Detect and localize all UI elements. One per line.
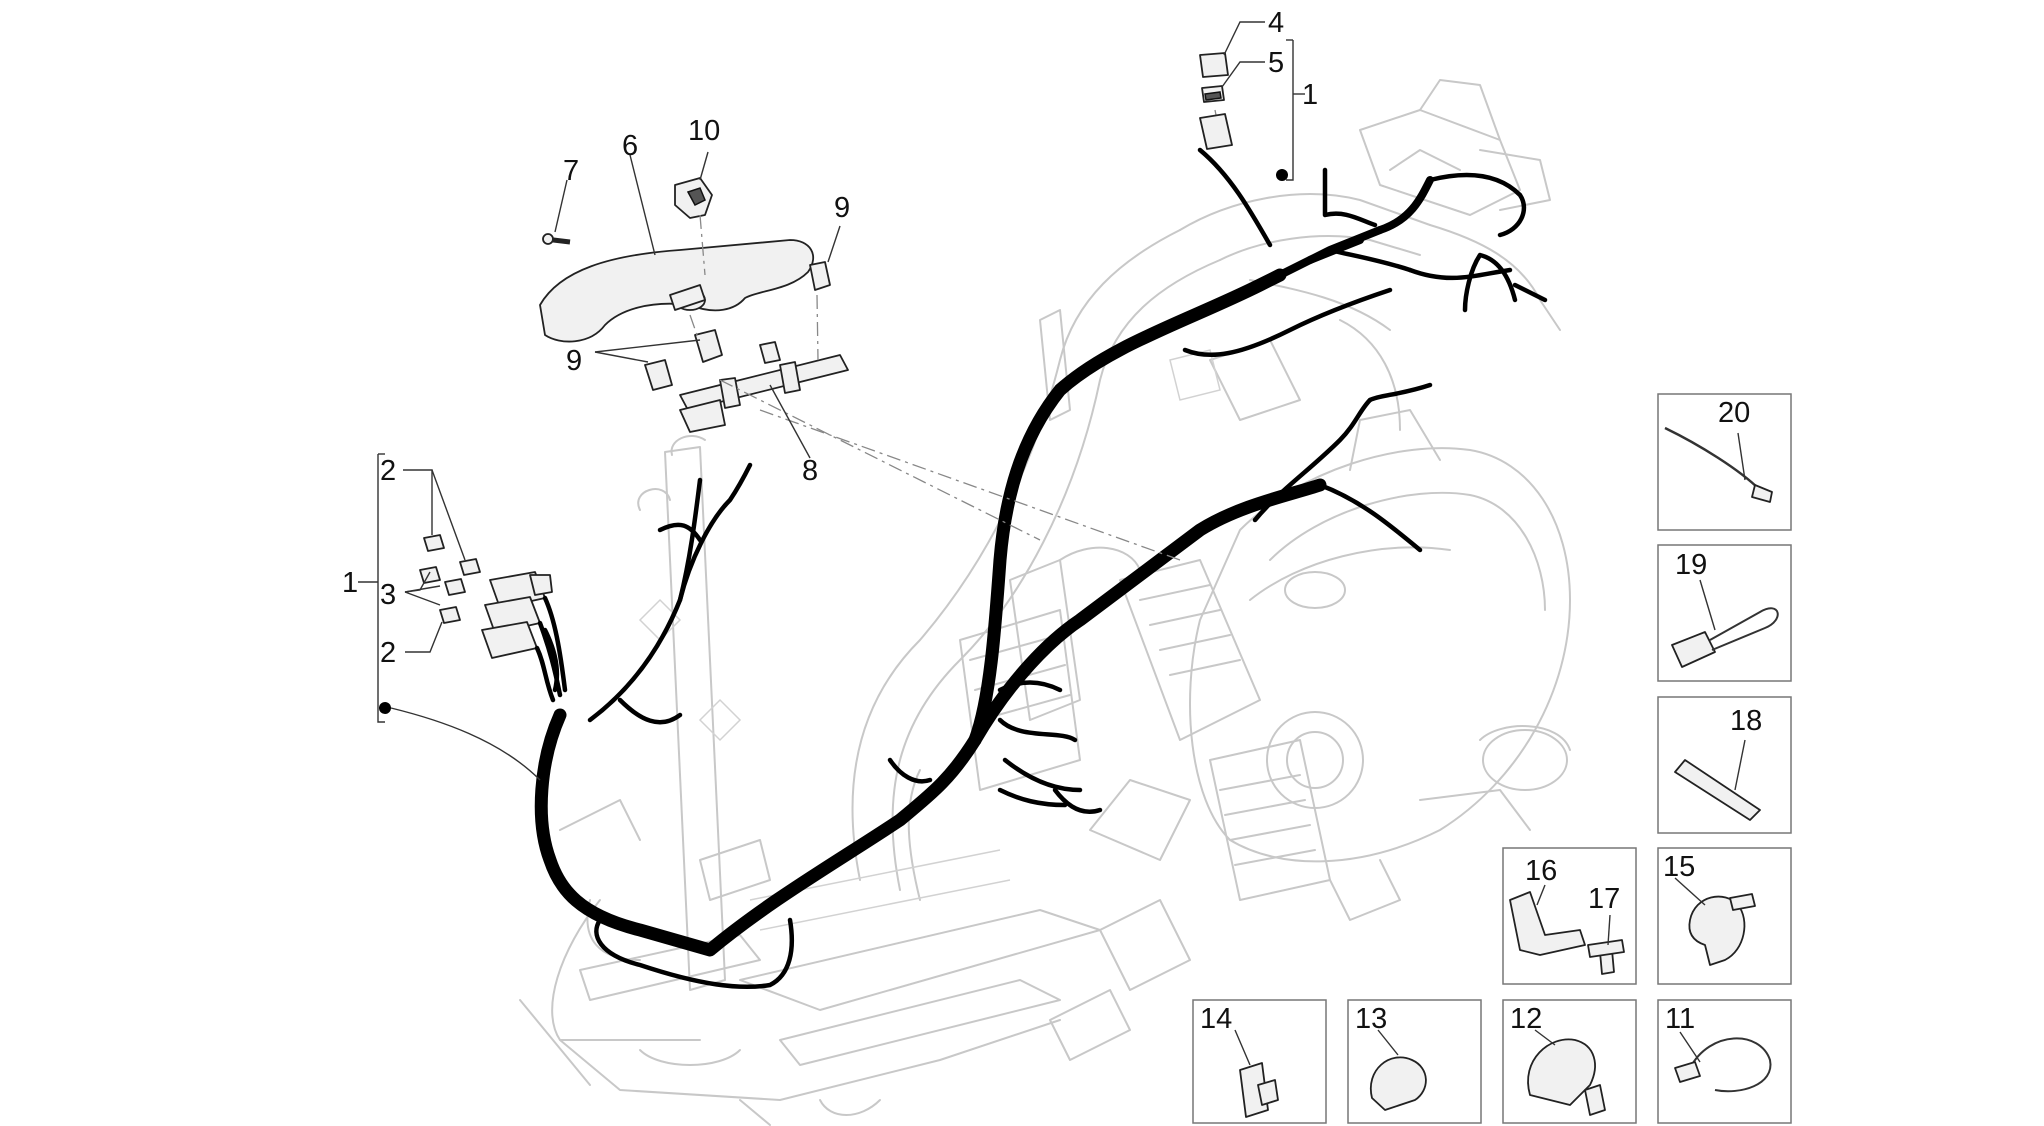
callout-9-left: 9 [566,345,582,377]
callout-3: 3 [380,579,396,611]
callout-1-right: 1 [1302,79,1318,111]
callout-labels: 1 1 2 2 3 4 5 6 7 8 9 9 10 11 12 13 14 1… [342,7,1762,1035]
callout-16: 16 [1525,855,1557,887]
callout-9-right: 9 [834,192,850,224]
detail-box-parts [1234,426,1779,1118]
callout-13: 13 [1355,1003,1387,1035]
assembly-lines [689,90,1221,561]
callout-19: 19 [1675,549,1707,581]
callout-18: 18 [1730,705,1762,737]
callout-4: 4 [1268,7,1284,39]
callout-5: 5 [1268,47,1284,79]
callout-1-left: 1 [342,567,358,599]
callout-8: 8 [802,455,818,487]
callout-15: 15 [1663,851,1695,883]
callout-2-lower: 2 [380,637,396,669]
fuse-box-assembly [419,534,568,703]
callout-6: 6 [622,130,638,162]
main-wiring-harness [534,147,1548,990]
callout-11: 11 [1665,1003,1695,1035]
handlebar-cover-assembly [539,177,849,433]
callout-10: 10 [688,115,720,147]
callout-17: 17 [1588,883,1620,915]
leader-lines [403,21,1265,653]
callout-brackets [358,39,1305,781]
callout-7: 7 [563,155,579,187]
callout-2-upper: 2 [380,455,396,487]
relay-assembly [1199,52,1233,150]
callout-14: 14 [1200,1003,1232,1035]
callout-12: 12 [1510,1003,1542,1035]
callout-20: 20 [1718,397,1750,429]
